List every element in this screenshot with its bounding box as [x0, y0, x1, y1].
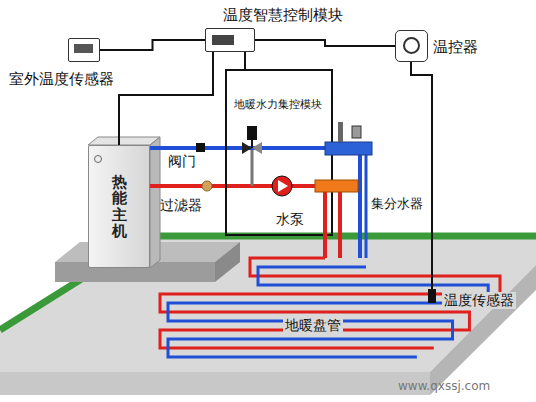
manifold-orange — [315, 180, 358, 192]
riser-blue — [365, 155, 368, 258]
hydraulic-module-outline — [226, 70, 332, 235]
platform-side — [215, 242, 240, 282]
part-label: 阀门 — [168, 154, 196, 169]
device-label: 温度智慧控制模块 — [223, 7, 343, 24]
outdoor-sensor: 室外温度传感器 — [68, 38, 100, 62]
manifold-vent — [352, 126, 361, 138]
filter-symbol — [202, 181, 212, 191]
part-label: 地暖盘管 — [283, 317, 343, 334]
part-label: 集分水器 — [371, 197, 423, 211]
device-label: 温控器 — [433, 39, 478, 56]
part-label: 水泵 — [276, 212, 304, 227]
riser-blue — [358, 155, 362, 258]
bypass-pipe — [251, 150, 254, 186]
control-wire — [244, 52, 246, 70]
riser-red — [323, 192, 327, 258]
floor-front — [0, 372, 430, 395]
heat-unit: 热能主机 — [88, 145, 150, 268]
supply-pipe-blue — [150, 146, 325, 150]
valve-actuator — [247, 126, 257, 140]
manifold-thermometer — [338, 122, 343, 142]
sensor-screen — [74, 44, 93, 53]
supply-pipe-red — [150, 184, 318, 188]
module-caption: 地暖水力集控模块 — [234, 99, 322, 111]
control-module: 温度智慧控制模块 — [205, 28, 255, 52]
part-label: 过滤器 — [160, 198, 202, 213]
signal-wire — [100, 40, 205, 50]
valve-symbol — [196, 143, 205, 152]
mixing-valve-left — [242, 142, 252, 154]
device-label: 室外温度传感器 — [9, 71, 114, 88]
manifold-blue — [325, 142, 372, 155]
thermostat: 温控器 — [395, 30, 428, 62]
sensor-wire — [411, 62, 432, 290]
green-edge — [0, 236, 536, 330]
thermostat-dial — [403, 37, 420, 54]
pump-symbol — [272, 176, 292, 196]
unit-indicator — [94, 155, 102, 163]
signal-wire — [255, 40, 395, 46]
valve-stem — [251, 140, 253, 148]
unit-label: 热能主机 — [112, 174, 127, 240]
signal-wire — [119, 52, 213, 145]
unit-side — [150, 137, 160, 268]
riser-red — [338, 192, 342, 258]
module-screen — [212, 35, 234, 45]
part-label: 温度传感器 — [442, 292, 516, 309]
mixing-valve-right — [252, 142, 262, 154]
sensor-probe — [428, 289, 436, 303]
pump-triangle — [278, 180, 288, 192]
watermark: www.qxssj.com — [398, 380, 490, 393]
unit-top — [88, 137, 160, 145]
